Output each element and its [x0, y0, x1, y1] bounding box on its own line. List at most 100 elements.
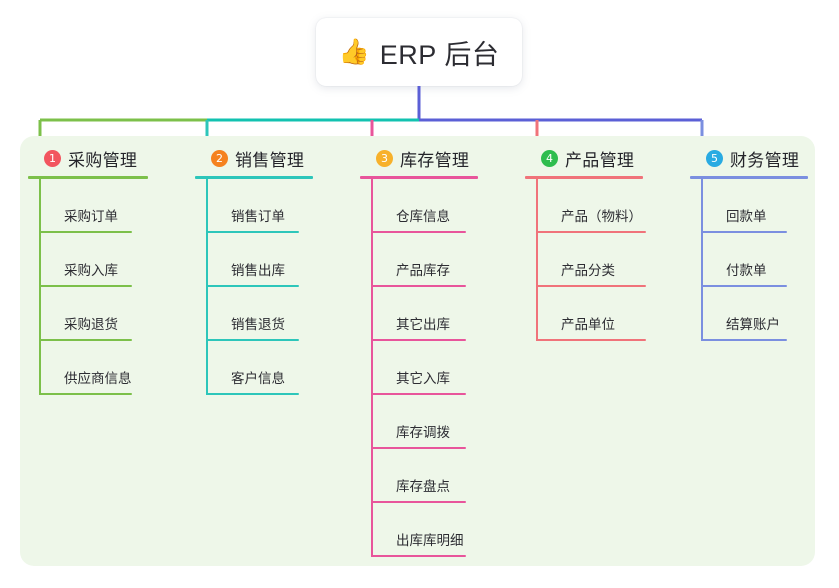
root-node[interactable]: 👍 ERP 后台	[316, 18, 522, 86]
branch-header-rule	[195, 176, 313, 179]
branch-title: 采购管理	[68, 150, 138, 170]
leaf-node[interactable]: 产品库存	[360, 233, 520, 287]
leaf-rule	[371, 231, 466, 233]
leaf-label: 产品（物料）	[561, 209, 642, 224]
leaf-node[interactable]: 库存盘点	[360, 449, 520, 503]
leaf-node[interactable]: 客户信息	[195, 341, 355, 395]
leaf-node[interactable]: 销售退货	[195, 287, 355, 341]
leaf-node[interactable]: 产品单位	[525, 287, 685, 341]
leaf-node[interactable]: 付款单	[690, 233, 839, 287]
leaf-label: 回款单	[726, 209, 767, 224]
leaf-rule	[206, 339, 299, 341]
leaf-label: 客户信息	[231, 371, 285, 386]
leaf-node[interactable]: 销售订单	[195, 179, 355, 233]
branches-panel	[20, 136, 815, 566]
leaf-label: 其它入库	[396, 371, 450, 386]
branch-header-rule	[690, 176, 808, 179]
branch-column: 1 采购管理采购订单采购入库采购退货供应商信息	[28, 146, 188, 395]
leaf-node[interactable]: 供应商信息	[28, 341, 188, 395]
root-title: ERP 后台	[379, 39, 500, 70]
branch-header-rule	[525, 176, 643, 179]
leaf-node[interactable]: 出库库明细	[360, 503, 520, 557]
leaf-label: 库存调拨	[396, 425, 450, 440]
branch-spine	[536, 179, 538, 341]
leaf-label: 采购退货	[64, 317, 118, 332]
branch-spine	[39, 179, 41, 395]
leaf-rule	[206, 231, 299, 233]
branch-column: 3 库存管理仓库信息产品库存其它出库其它入库库存调拨库存盘点出库库明细	[360, 146, 520, 557]
leaf-label: 付款单	[726, 263, 767, 278]
branch-number-badge: 1	[44, 149, 61, 167]
branch-children: 仓库信息产品库存其它出库其它入库库存调拨库存盘点出库库明细	[360, 179, 520, 557]
leaf-rule	[371, 501, 466, 503]
leaf-label: 销售出库	[231, 263, 285, 278]
branch-header[interactable]: 4 产品管理	[525, 146, 685, 170]
leaf-rule	[701, 285, 787, 287]
leaf-rule	[39, 285, 132, 287]
branch-column: 2 销售管理销售订单销售出库销售退货客户信息	[195, 146, 355, 395]
leaf-node[interactable]: 采购入库	[28, 233, 188, 287]
leaf-node[interactable]: 其它出库	[360, 287, 520, 341]
leaf-label: 产品单位	[561, 317, 615, 332]
branch-children: 产品（物料） 产品分类产品单位	[525, 179, 685, 341]
leaf-node[interactable]: 库存调拨	[360, 395, 520, 449]
branch-spine	[701, 179, 703, 341]
branch-header[interactable]: 2 销售管理	[195, 146, 355, 170]
leaf-label: 销售退货	[231, 317, 285, 332]
branch-children: 销售订单销售出库销售退货客户信息	[195, 179, 355, 395]
leaf-rule	[39, 393, 132, 395]
branch-number-badge: 5	[706, 149, 723, 167]
leaf-label: 产品分类	[561, 263, 615, 278]
leaf-rule	[371, 447, 466, 449]
leaf-node[interactable]: 回款单	[690, 179, 839, 233]
branch-spine	[206, 179, 208, 395]
leaf-label: 其它出库	[396, 317, 450, 332]
leaf-rule	[701, 339, 787, 341]
branch-spine	[371, 179, 373, 557]
branch-header[interactable]: 1 采购管理	[28, 146, 188, 170]
branch-title: 库存管理	[400, 150, 470, 170]
leaf-label: 销售订单	[231, 209, 285, 224]
leaf-node[interactable]: 产品分类	[525, 233, 685, 287]
leaf-rule	[536, 231, 646, 233]
branch-title: 财务管理	[730, 150, 800, 170]
leaf-label: 供应商信息	[64, 371, 132, 386]
leaf-rule	[206, 393, 299, 395]
leaf-label: 出库库明细	[396, 533, 464, 548]
branch-header[interactable]: 3 库存管理	[360, 146, 520, 170]
leaf-label: 采购订单	[64, 209, 118, 224]
leaf-rule	[536, 339, 646, 341]
leaf-node[interactable]: 采购订单	[28, 179, 188, 233]
leaf-label: 仓库信息	[396, 209, 450, 224]
branch-number-badge: 3	[376, 149, 393, 167]
leaf-rule	[206, 285, 299, 287]
leaf-rule	[39, 231, 132, 233]
branch-number-badge: 4	[541, 149, 558, 167]
branch-header-rule	[360, 176, 478, 179]
branch-column: 5 财务管理回款单付款单结算账户	[690, 146, 839, 341]
leaf-node[interactable]: 销售出库	[195, 233, 355, 287]
leaf-rule	[371, 339, 466, 341]
leaf-rule	[371, 285, 466, 287]
leaf-node[interactable]: 其它入库	[360, 341, 520, 395]
leaf-label: 产品库存	[396, 263, 450, 278]
leaf-rule	[371, 555, 466, 557]
branch-title: 产品管理	[565, 150, 635, 170]
leaf-rule	[536, 285, 646, 287]
branch-number-badge: 2	[211, 149, 228, 167]
leaf-node[interactable]: 仓库信息	[360, 179, 520, 233]
leaf-node[interactable]: 采购退货	[28, 287, 188, 341]
leaf-rule	[39, 339, 132, 341]
branch-header[interactable]: 5 财务管理	[690, 146, 839, 170]
leaf-label: 库存盘点	[396, 479, 450, 494]
leaf-label: 采购入库	[64, 263, 118, 278]
leaf-node[interactable]: 产品（物料）	[525, 179, 685, 233]
branch-title: 销售管理	[235, 150, 305, 170]
leaf-rule	[701, 231, 787, 233]
branch-children: 回款单付款单结算账户	[690, 179, 839, 341]
branch-children: 采购订单采购入库采购退货供应商信息	[28, 179, 188, 395]
leaf-node[interactable]: 结算账户	[690, 287, 839, 341]
branch-column: 4 产品管理产品（物料） 产品分类产品单位	[525, 146, 685, 341]
branch-header-rule	[28, 176, 148, 179]
